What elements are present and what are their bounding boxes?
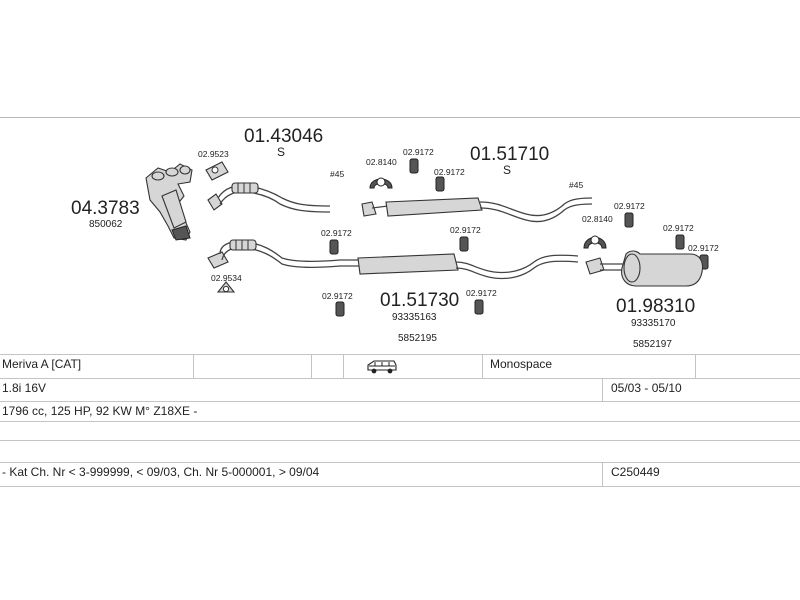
clamp-5-code: 02.9172 [322,291,353,301]
col-line [695,354,696,378]
exhaust-manifold [145,163,193,241]
row-line [0,440,800,441]
clamp-4-code: 02.9172 [450,225,481,235]
row-line [0,486,800,487]
top-border [0,117,800,118]
mid-silencer-code: 01.51710 [470,144,549,165]
clamp-6 [474,299,484,315]
middle-silencer-lower [357,253,579,280]
col-line [193,354,194,378]
clamp-4 [459,236,469,252]
catalog-number-cell: C250449 [611,465,660,479]
angle-b-label: #45 [569,180,583,190]
notes-cell: - Kat Ch. Nr < 3-999999, < 09/03, Ch. Nr… [2,465,320,479]
minivan-icon [366,359,398,380]
front-pipe-lower [207,239,360,269]
manifold-ref: 850062 [89,219,123,230]
hanger-a-code: 02.8140 [366,157,397,167]
mid-b-ref1: 93335163 [392,312,437,323]
col-line [343,354,344,378]
clamp-3-code: 02.9172 [321,228,352,238]
years-cell: 05/03 - 05/10 [611,381,682,395]
ring-a-code: 02.9523 [198,149,229,159]
specs-cell: 1796 cc, 125 HP, 92 KW M° Z18XE - [2,404,198,418]
row-line [0,354,800,355]
clamp-8-code: 02.9172 [663,223,694,233]
ring-b-code: 02.9534 [211,273,242,283]
clamp-3 [329,239,339,255]
rear-ref1: 93335170 [631,318,676,329]
mid-b-code: 01.51730 [380,290,459,311]
body-type-cell: Monospace [490,357,553,371]
rear-ref2: 5852197 [633,339,672,350]
manifold-code: 04.3783 [71,198,140,219]
front-pipe-upper [207,182,331,213]
rubber-hanger-b [583,235,607,249]
col-line [602,462,603,486]
rear-silencer-code: 01.98310 [616,296,695,317]
engine-cell: 1.8i 16V [2,381,47,395]
row-line [0,378,800,379]
front-pipe-suffix: S [277,145,285,159]
exhaust-system-diagram: 04.3783 850062 02.9523 01.43046 S #45 02… [71,126,719,350]
row-line [0,401,800,402]
clamp-8 [675,234,685,250]
sealing-ring-a [205,161,229,181]
rear-silencer [585,250,704,287]
mid-silencer-suffix: S [503,163,511,177]
clamp-7 [624,212,634,228]
clamp-7-code: 02.9172 [614,201,645,211]
hanger-b-code: 02.8140 [582,214,613,224]
front-pipe-code: 01.43046 [244,126,323,147]
clamp-1 [409,158,419,174]
clamp-5 [335,301,345,317]
angle-a-label: #45 [330,169,344,179]
sealing-ring-b [216,281,236,293]
middle-silencer-upper [361,197,593,223]
clamp-2 [435,176,445,192]
col-line [311,354,312,378]
col-line [482,354,483,378]
mid-b-ref2: 5852195 [398,333,437,344]
rubber-hanger-a [369,177,393,189]
clamp-9-code: 02.9172 [688,243,719,253]
col-line [602,378,603,401]
clamp-2-code: 02.9172 [434,167,465,177]
model-cell: Meriva A [CAT] [2,357,82,371]
row-line [0,462,800,463]
clamp-6-code: 02.9172 [466,288,497,298]
row-line [0,421,800,422]
clamp-1-code: 02.9172 [403,147,434,157]
